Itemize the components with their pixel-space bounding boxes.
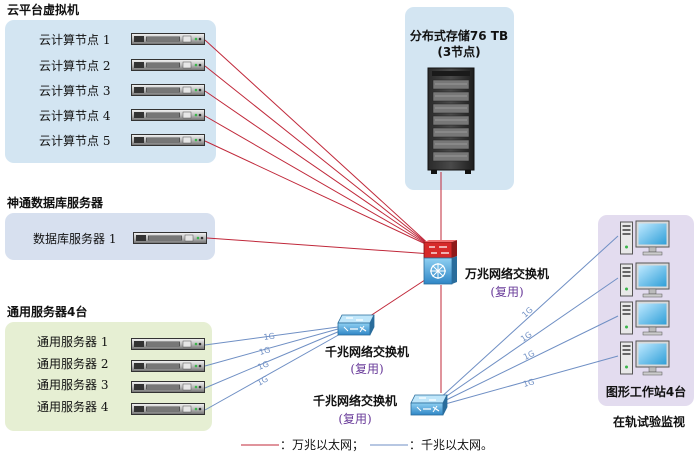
link-label: 1G — [258, 345, 271, 357]
cloud-node-label: 云计算节点 3 — [39, 83, 110, 98]
general-node-list: 通用服务器 1 通用服务器 2 通用服务器 3 通用服务器 4 — [37, 334, 205, 415]
legend: ：万兆以太网； ：千兆以太网。 — [241, 437, 493, 452]
cloud-group-panel — [5, 20, 216, 163]
cloud-node: 云计算节点 4 — [39, 108, 205, 123]
server-icon — [131, 33, 205, 45]
workstation-caption: 在轨试验监视 — [613, 414, 685, 429]
cloud-node: 云计算节点 1 — [39, 32, 205, 47]
storage-rack-icon — [427, 67, 475, 174]
cloud-node-list: 云计算节点 1 云计算节点 2 云计算节点 3 云计算节点 4 云计算节点 5 — [39, 32, 205, 148]
link-label: 1G — [522, 349, 536, 362]
one-gig-links — [204, 235, 619, 411]
gig-switch-1-reuse-note: (复用) — [350, 362, 383, 376]
link-label: 1G — [256, 359, 270, 372]
gig-switch-2-icon — [410, 394, 448, 416]
database-node: 数据库服务器 1 — [33, 231, 207, 246]
legend-ten-gig-label: ：万兆以太网； — [280, 437, 364, 452]
general-node: 通用服务器 3 — [37, 377, 205, 393]
link-label: 1G — [519, 330, 533, 344]
database-group-title: 神通数据库服务器 — [7, 195, 104, 210]
general-node-label: 通用服务器 3 — [37, 377, 108, 392]
gig-switch-2-reuse-note: (复用) — [338, 412, 371, 426]
link-label: 1G — [256, 374, 270, 387]
core-switch-reuse-note: (复用) — [490, 285, 523, 299]
link-db-core — [206, 237, 433, 255]
general-group-title: 通用服务器4台 — [7, 304, 87, 319]
database-node-label: 数据库服务器 1 — [33, 231, 116, 246]
link-label: 1G — [263, 331, 275, 341]
general-node-label: 通用服务器 2 — [37, 356, 108, 371]
cloud-group-title: 云平台虚拟机 — [7, 2, 79, 17]
core-switch-icon — [423, 240, 458, 285]
link-node4-core — [204, 115, 433, 248]
server-icon — [131, 59, 205, 71]
gig-switch-1-label: 千兆网络交换机 — [325, 344, 409, 359]
workstation-group-title: 图形工作站4台 — [606, 384, 686, 399]
link-node1-core — [204, 39, 433, 248]
server-icon — [131, 381, 205, 393]
link-core-gig1 — [363, 273, 435, 321]
server-icon — [131, 360, 205, 372]
general-node-label: 通用服务器 1 — [37, 334, 108, 349]
link-node5-core — [204, 140, 433, 248]
server-icon — [131, 84, 205, 96]
link-label: 1G — [520, 305, 534, 319]
cloud-node-label: 云计算节点 5 — [39, 133, 110, 148]
cloud-node-label: 云计算节点 4 — [39, 108, 111, 123]
general-node-label: 通用服务器 4 — [37, 399, 109, 414]
cloud-node: 云计算节点 3 — [39, 83, 205, 98]
link-labels: 1G 1G 1G 1G 1G 1G 1G 1G — [256, 305, 537, 389]
storage-subtitle: (3节点) — [437, 44, 480, 59]
core-switch-label: 万兆网络交换机 — [464, 266, 549, 281]
gig-switch-2-label: 千兆网络交换机 — [313, 393, 397, 408]
cloud-node-label: 云计算节点 2 — [39, 58, 110, 73]
cloud-node: 云计算节点 5 — [39, 133, 205, 148]
link-node2-core — [204, 65, 433, 248]
gig-switch-1-icon — [337, 314, 375, 336]
ten-gig-links — [204, 39, 442, 393]
general-node: 通用服务器 1 — [37, 334, 205, 350]
server-icon — [131, 403, 205, 415]
general-node: 通用服务器 4 — [37, 399, 205, 415]
server-icon — [133, 232, 207, 244]
server-icon — [131, 338, 205, 350]
server-icon — [131, 134, 205, 146]
general-node: 通用服务器 2 — [37, 356, 205, 372]
legend-one-gig-label: ：千兆以太网。 — [409, 437, 493, 452]
server-icon — [131, 109, 205, 121]
link-label: 1G — [522, 377, 535, 389]
storage-title: 分布式存储76 TB — [410, 28, 508, 43]
database-group-panel — [5, 213, 215, 260]
cloud-node-label: 云计算节点 1 — [39, 32, 110, 47]
cloud-node: 云计算节点 2 — [39, 58, 205, 73]
link-node3-core — [204, 90, 433, 248]
